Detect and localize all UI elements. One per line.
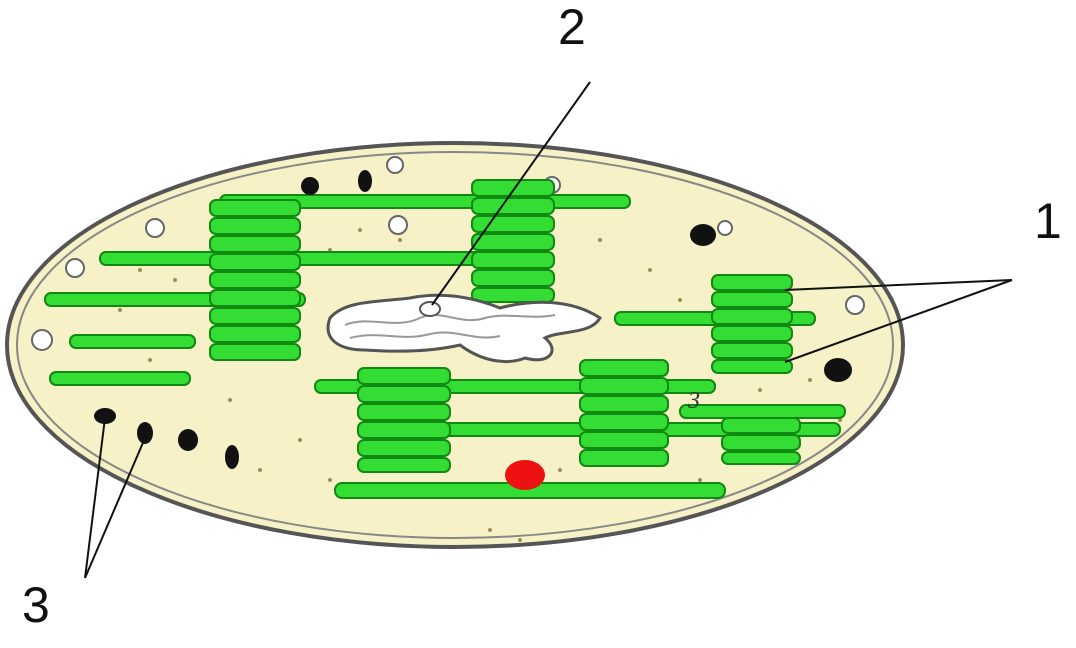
label-3: 3 (22, 580, 50, 630)
granum-top-center (472, 180, 554, 302)
granum-bottom-center (580, 360, 668, 466)
granum-right (712, 275, 792, 373)
dna-granule (420, 302, 440, 316)
granum-left (210, 200, 300, 360)
label-1: 1 (1034, 196, 1062, 246)
granum-bottom-right (722, 418, 800, 464)
granum-bottom-left (358, 368, 450, 472)
inner-mark: 3 (687, 388, 700, 414)
label-2: 2 (558, 2, 586, 52)
starch-grain (505, 460, 545, 490)
